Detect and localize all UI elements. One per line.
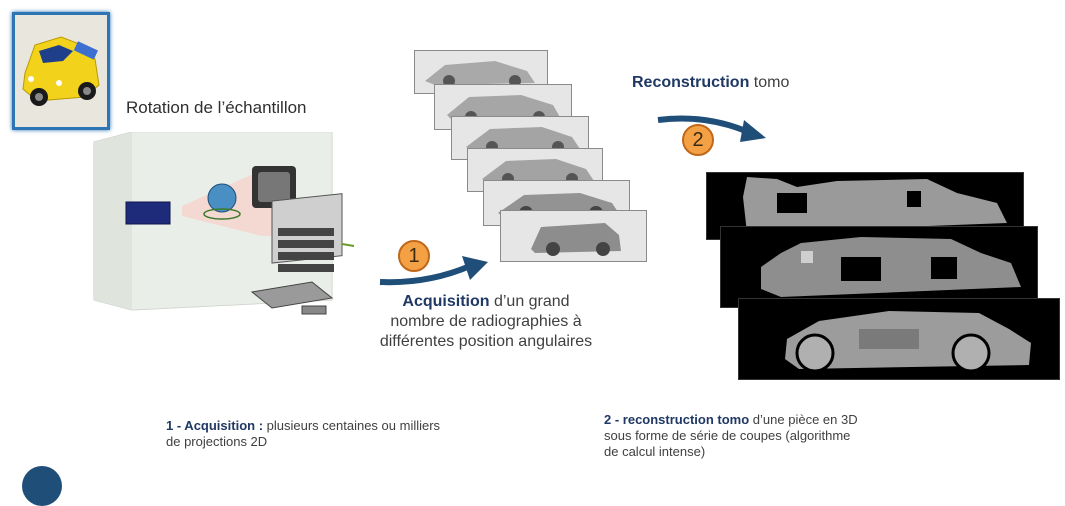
- acquisition-label: Acquisition d’un grand nombre de radiogr…: [356, 292, 616, 352]
- tomo-slice-2: [720, 226, 1038, 308]
- step-2-badge: 2: [682, 124, 714, 156]
- reconstruction-caption-bold: 2 - reconstruction tomo: [604, 412, 750, 427]
- reconstruction-caption-line2: sous forme de série de coupes (algorithm…: [604, 428, 851, 443]
- acquisition-label-line2: nombre de radiographies à: [390, 313, 582, 330]
- curved-arrow-icon: [657, 115, 766, 142]
- reconstruction-caption-line3: de calcul intense): [604, 444, 706, 459]
- sample-caption: Rotation de l’échantillon: [126, 98, 307, 117]
- acquisition-caption-rest1: plusieurs centaines ou milliers: [263, 418, 441, 433]
- xray-cabinet-icon: [93, 131, 355, 315]
- acquisition-caption-bold: 1 - Acquisition :: [166, 418, 264, 433]
- acquisition-label-rest1: d’un grand: [489, 293, 570, 310]
- radiograph-6: [500, 210, 647, 262]
- reconstruction-label-rest: tomo: [749, 74, 790, 91]
- reconstruction-label: Reconstruction tomo: [632, 74, 789, 92]
- acquisition-label-line3: différentes position angulaires: [379, 333, 593, 350]
- reconstruction-label-bold: Reconstruction: [632, 74, 750, 91]
- step-1-badge: 1: [398, 240, 430, 272]
- acquisition-caption-line2: de projections 2D: [166, 434, 268, 449]
- xray-cabinet-illustration: [92, 131, 374, 332]
- tomo-slice-3: [738, 298, 1060, 380]
- toy-car-icon: [15, 15, 107, 127]
- reconstruction-caption: 2 - reconstruction tomo d’une pièce en 3…: [604, 412, 858, 460]
- decorative-circle: [22, 466, 62, 506]
- curved-arrow-icon: [379, 256, 488, 286]
- toy-car-photo: [12, 12, 110, 130]
- reconstruction-caption-rest1: d’une pièce en 3D: [749, 412, 858, 427]
- acquisition-label-bold: Acquisition: [402, 293, 490, 310]
- acquisition-caption: 1 - Acquisition : plusieurs centaines ou…: [166, 418, 440, 450]
